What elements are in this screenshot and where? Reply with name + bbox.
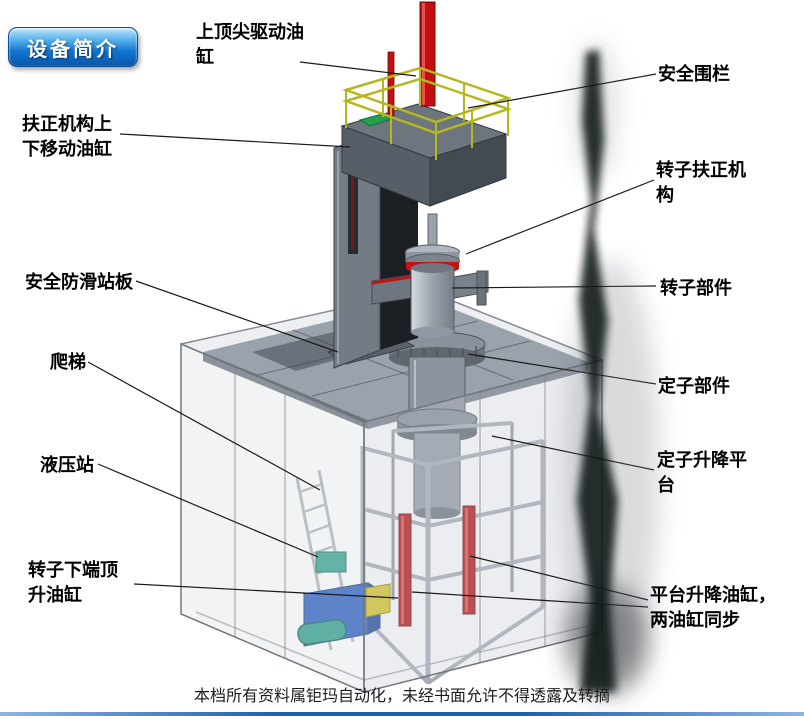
leader-rotor-jack [133,583,399,599]
leader-hydraulic [97,463,319,558]
title-badge-label: 设备简介 [27,38,119,61]
press-head [340,103,508,207]
leader-rotor-centering [465,179,655,255]
smudge-artifact [564,40,660,695]
footer-divider [0,712,804,716]
enclosure-walls [180,289,603,694]
label-top-cylinder: 上顶尖驱动油 缸 [196,22,304,68]
label-stator-platform: 定子升降平 台 [657,450,747,496]
label-rotor-jack: 转子下端顶 升油缸 [28,560,118,606]
label-rotor-component: 转子部件 [660,278,732,298]
platform-lift-cylinders [398,505,476,627]
safety-railing [341,66,512,160]
label-centering-cylinder: 扶正机构上 下移动油缸 [22,114,112,160]
leader-ladder [87,361,321,491]
label-rotor-centering: 转子扶正机 构 [656,160,746,206]
label-platform-lift: 平台升降油缸， 两油缸同步 [650,585,776,631]
label-safety-fence: 安全围栏 [658,64,730,84]
leader-centering-cylinder [119,133,351,148]
leader-top-cylinder [299,61,417,77]
hydraulic-station [297,551,391,647]
leader-safety-fence [467,73,657,109]
label-anti-slip: 安全防滑站板 [25,272,133,292]
label-hydraulic-station: 液压站 [40,455,94,475]
label-stator-component: 定子部件 [658,376,730,396]
rotor-assembly [371,213,489,338]
label-ladder: 爬梯 [50,352,86,372]
top-drive-cylinders [387,1,436,117]
title-badge: 设备简介 [8,27,138,67]
footer-copyright: 本档所有资料属钜玛自动化，未经书面允许不得透露及转摘 [193,688,610,705]
leader-anti-slip [135,280,339,353]
